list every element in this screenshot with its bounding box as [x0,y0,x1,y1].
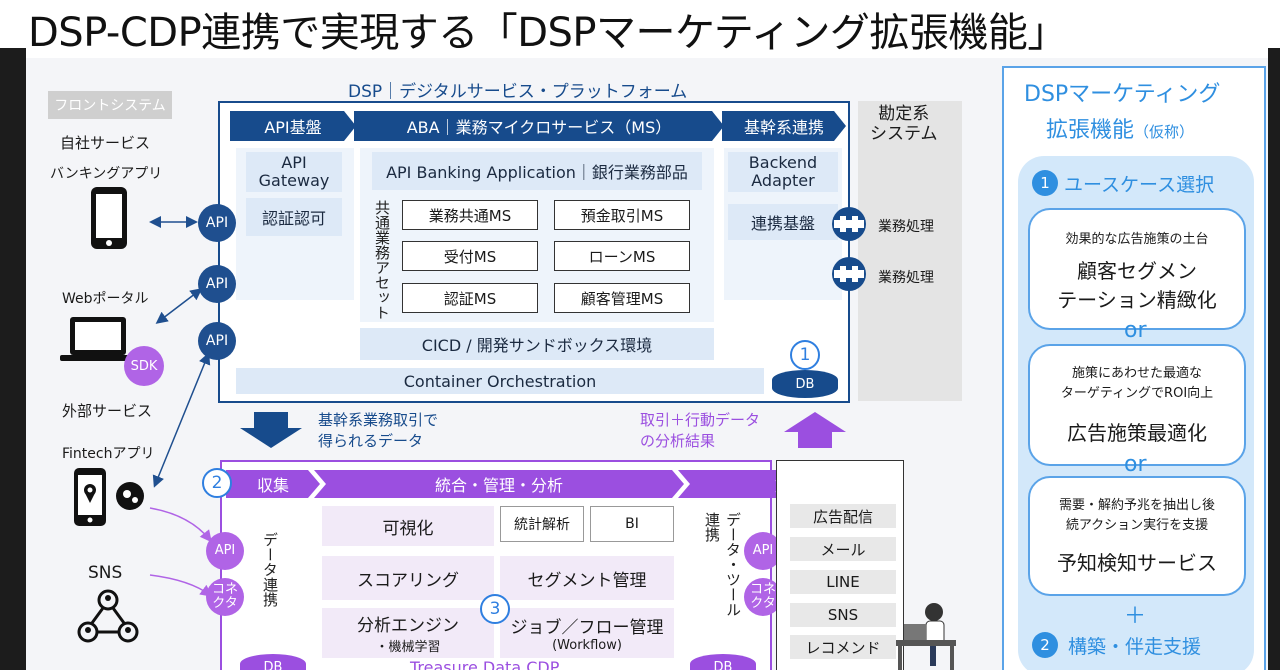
chevron-api-base: API基盤 [230,111,356,141]
usecase-card-2[interactable]: 施策にあわせた最適な ターゲティングでROI向上 広告施策最適化 [1028,344,1246,466]
api-badge-1: API [198,204,236,242]
common-assets-label: 共通業務アセット [373,200,391,320]
accounting-title: 勘定系 システム [870,104,938,145]
down-flow-text: 基幹系業務取引で 得られるデータ [318,411,439,450]
usecase-1-main: 顧客セグメン テーション精緻化 [1057,259,1217,312]
usecase-3-main: 予知検知サービス [1057,551,1217,575]
usecase-3-sub: 需要・解約予兆を抽出し後 続アクション実行を支援 [1058,498,1215,533]
backend-adapter-box: Backend Adapter [728,152,838,192]
cdp-db-right: DB [690,654,756,670]
ml-label: ・機械学習 [375,640,441,655]
stats-box: 統計解析 [500,506,584,542]
auth-box: 認証認可 [246,198,342,236]
measure-mail: メール [790,537,896,561]
smartphone-icon [91,187,127,249]
engine-label: 分析エンジン [357,616,459,636]
network-people-icon [77,589,139,643]
map-phone-icon [74,468,144,526]
container-orchestration-box: Container Orchestration [236,368,764,394]
ms-reception-box: 受付MS [402,241,538,271]
step-number-3: 3 [480,594,510,624]
plug-icon-1 [832,207,866,241]
person-at-desk-icon [896,603,956,670]
accounting-area [858,101,962,401]
usecase-2-main: 広告施策最適化 [1067,421,1207,445]
up-arrow-icon [784,412,846,448]
external-services-label: 外部サービス [62,402,153,420]
step1-label: ユースケース選択 [1064,174,1215,196]
chevron-collect: 収集 [226,470,320,498]
ms-common-box: 業務共通MS [402,200,538,230]
left-border [0,48,26,670]
scoring-box: スコアリング [322,556,494,600]
own-services-label: 自社サービス [60,134,151,152]
cdp-connector-right: コネ クタ [744,578,782,616]
chevron-aba: ABA｜業務マイクロサービス（MS） [354,111,724,141]
job-box: ジョブ／フロー管理 (Workflow) [500,608,674,658]
up-flow-text: 取引＋行動データ の分析結果 [640,411,761,450]
usecase-card-3[interactable]: 需要・解約予兆を抽出し後 続アクション実行を支援 予知検知サービス [1028,476,1246,596]
front-header: フロントシステム [48,91,172,119]
banking-app-label: バンキングアプリ [50,166,163,182]
down-arrow-icon [240,412,302,448]
chevron-backend: 基幹系連携 [722,111,846,141]
or-text-2: or [1124,452,1147,477]
plug-icon-2 [832,257,866,291]
chevron-integrate: 統合・管理・分析 [314,470,684,498]
right-border [1268,48,1280,670]
step-number-1: 1 [790,340,820,370]
segment-box: セグメント管理 [500,556,674,600]
api-gateway-label: API Gateway [246,152,342,192]
integration-base-box: 連携基盤 [728,204,838,240]
usecase-card-1[interactable]: 効果的な広告施策の土台 顧客セグメン テーション精緻化 [1028,208,1246,330]
extension-title-suffix: （仮称） [1134,123,1195,141]
laptop-icon [60,317,136,361]
measure-line: LINE [790,570,896,594]
ms-customer-box: 顧客管理MS [554,283,690,313]
business-process-2: 業務処理 [878,270,934,286]
cdp-api-badge-left: API [206,532,244,570]
visualize-box: 可視化 [322,506,494,546]
cdp-api-badge-right: API [744,532,782,570]
sns-label: SNS [88,563,123,583]
job-label: ジョブ／フロー管理 [510,618,664,638]
api-badge-3: API [198,322,236,360]
extension-title-1: DSPマーケティング [1024,82,1221,107]
extension-title-2-main: 拡張機能 [1046,118,1135,143]
step2-number: 2 [1032,632,1058,658]
cdp-db-left: DB [240,654,306,670]
engine-box: 分析エンジン ・機械学習 [322,608,494,658]
page-title: DSP-CDP連携で実現する「DSPマーケティング拡張機能」 [28,10,1067,56]
web-portal-label: Webポータル [62,291,149,307]
business-process-1: 業務処理 [878,219,934,235]
extension-title-2: 拡張機能（仮称） [1046,112,1194,144]
fintech-app-label: Fintechアプリ [62,446,155,462]
measure-sns: SNS [790,603,896,627]
cdp-connector-left: コネ クタ [206,578,244,616]
plus-sign: ＋ [1124,604,1147,629]
dsp-db-icon: DB [772,370,838,398]
ms-auth-box: 認証MS [402,283,538,313]
workflow-label: (Workflow) [552,638,622,653]
aba-title-box: API Banking Application｜銀行業務部品 [372,152,702,190]
measure-ad: 広告配信 [790,504,896,528]
api-badge-2: API [198,265,236,303]
step1-number: 1 [1032,170,1058,196]
usecase-1-sub: 効果的な広告施策の土台 [1065,232,1209,247]
cicd-box: CICD / 開発サンドボックス環境 [360,328,714,360]
step2-label: 構築・伴走支援 [1068,636,1202,658]
measure-recommend: レコメンド [790,635,896,659]
usecase-2-sub: 施策にあわせた最適な ターゲティングでROI向上 [1060,366,1214,401]
tool-link-label: データ・ツール 連携 [703,512,742,617]
bi-box: BI [590,506,674,542]
ms-deposit-box: 預金取引MS [554,200,690,230]
dsp-title: DSP｜デジタルサービス・プラットフォーム [348,82,688,102]
treasure-data-label: Treasure Data CDP [410,658,560,670]
or-text-1: or [1124,318,1147,343]
step-number-2: 2 [202,468,232,498]
data-link-label: データ連携 [261,532,279,607]
ms-loan-box: ローンMS [554,241,690,271]
